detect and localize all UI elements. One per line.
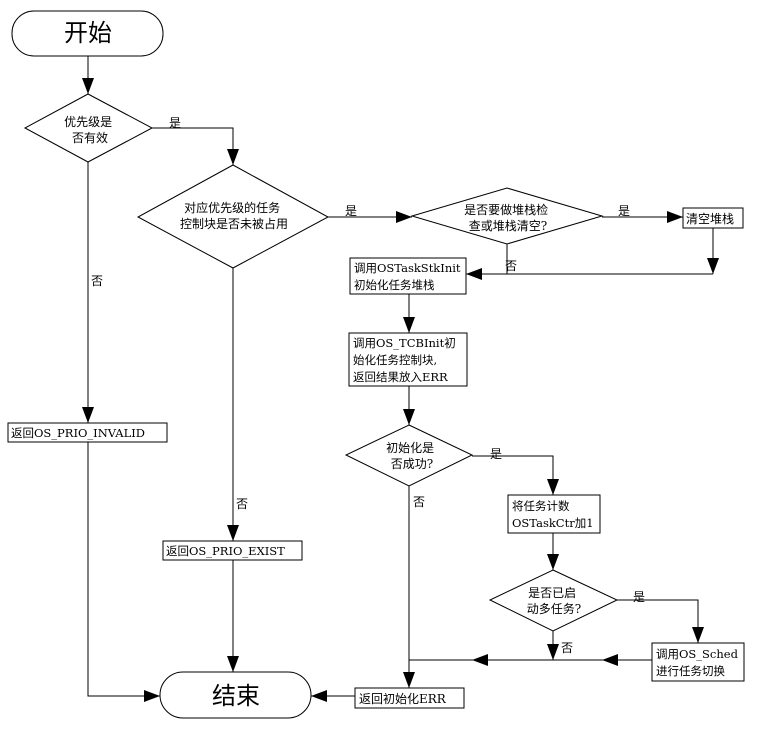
edge-label-multitask-yes: 是 (633, 590, 645, 604)
process-tcb-init (348, 332, 468, 387)
edge-label-tcb-yes: 是 (345, 204, 357, 218)
decision-stack-check-label: 是否要做堆栈检 查或堆栈清空? (464, 202, 552, 233)
process-tcb-init-label: 调用OS_TCBInit初 始化任务控制块, 返回结果放入ERR (353, 336, 459, 384)
process-ret-exist-label: 返回OS_PRIO_EXIST (166, 544, 285, 558)
process-ctr-inc (507, 494, 601, 534)
decision-init-ok-label: 初始化是 否成功? (386, 441, 438, 471)
end-terminal (159, 671, 312, 719)
process-sched (651, 642, 745, 682)
process-ret-invalid-label: 返回OS_PRIO_INVALID (11, 426, 145, 440)
process-stk-init (349, 257, 467, 295)
process-ret-err-label: 返回初始化ERR (359, 692, 447, 706)
edge-label-init-yes: 是 (490, 447, 502, 461)
process-sched-label: 调用OS_Sched 进行任务切换 (656, 647, 742, 678)
start-label: 开始 (64, 19, 112, 47)
decision-multitask (488, 569, 619, 632)
decision-prio-valid-label: 优先级是 否有效 (64, 115, 116, 145)
end-label: 结束 (212, 682, 260, 710)
edge-label-prio-no: 否 (91, 274, 103, 288)
process-stk-init-label: 调用OSTaskStkInit 初始化任务堆栈 (354, 261, 464, 292)
connectors (82, 56, 719, 702)
edge-label-init-no: 否 (413, 495, 425, 509)
edge-label-tcb-no: 否 (236, 497, 248, 511)
decision-init-ok (344, 424, 474, 487)
edge-label-stack-yes: 是 (618, 204, 630, 218)
decision-multitask-label: 是否已启 动多任务? (527, 586, 581, 616)
decision-tcb-free-label: 对应优先级的任务 控制块是否未被占用 (180, 200, 288, 231)
process-clear-stack-label: 清空堆栈 (686, 211, 734, 226)
process-ctr-inc-label: 将任务计数 OSTaskCtr加1 (512, 499, 594, 530)
edge-label-stack-no: 否 (505, 259, 517, 273)
edge-label-prio-yes: 是 (169, 116, 181, 130)
edge-label-multitask-no: 否 (561, 641, 573, 655)
